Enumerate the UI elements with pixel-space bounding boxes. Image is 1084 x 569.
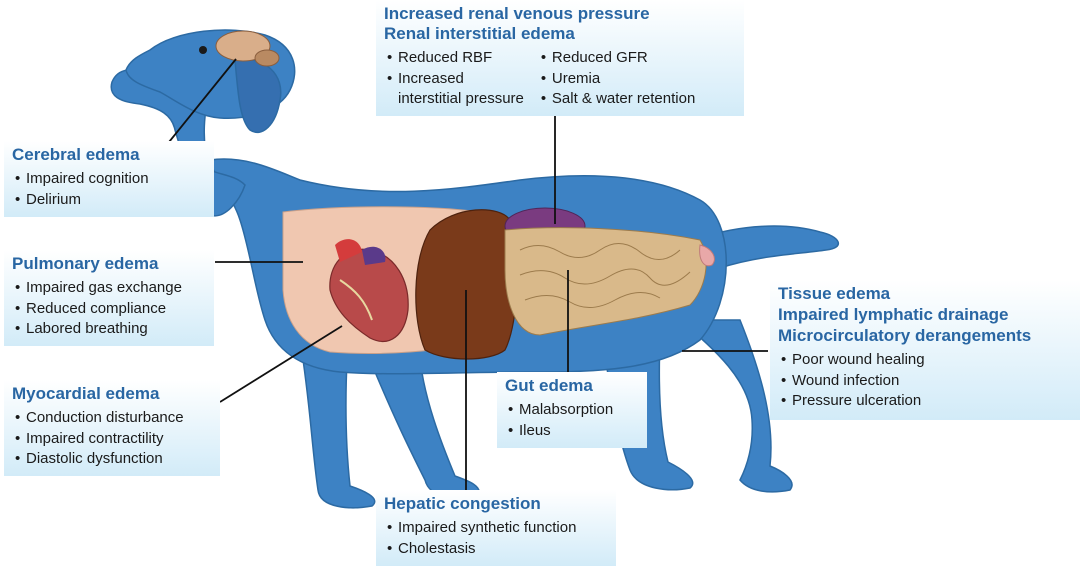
- intestine-folds: [519, 243, 691, 308]
- tissue-list: Poor wound healing Wound infection Press…: [778, 350, 1070, 412]
- renal-edema-box: Increased renal venous pressure Renal in…: [376, 0, 744, 116]
- cerebral-edema-box: Cerebral edema Impaired cognition Deliri…: [4, 141, 214, 217]
- renal-col-1: Reduced RBF Increased interstitial press…: [384, 48, 524, 110]
- list-item: Ileus: [505, 421, 637, 442]
- myocardial-edema-box: Myocardial edema Conduction disturbance …: [4, 380, 220, 476]
- myocardial-leader-line: [219, 325, 343, 403]
- list-item: Impaired cognition: [12, 169, 204, 190]
- list-item: Reduced GFR: [538, 48, 695, 69]
- tissue-title-3: Microcirculatory derangements: [778, 326, 1032, 345]
- list-item: Delirium: [12, 190, 204, 211]
- list-item: Pressure ulceration: [778, 391, 1070, 412]
- list-item: Impaired synthetic function: [384, 518, 606, 539]
- intestines-illustration: [504, 227, 715, 336]
- list-item: Impaired gas exchange: [12, 278, 204, 299]
- brain-illustration: [215, 30, 280, 67]
- list-item: Uremia: [538, 69, 695, 90]
- list-item: Poor wound healing: [778, 350, 1070, 371]
- renal-col-2: Reduced GFR Uremia Salt & water retentio…: [538, 48, 695, 110]
- hepatic-title: Hepatic congestion: [384, 494, 541, 513]
- hepatic-congestion-box: Hepatic congestion Impaired synthetic fu…: [376, 490, 616, 566]
- list-item: Conduction disturbance: [12, 408, 210, 429]
- renal-title-1: Increased renal venous pressure: [384, 4, 650, 23]
- list-item: Salt & water retention: [538, 89, 695, 110]
- cerebral-leader-line: [164, 58, 237, 148]
- list-item: Increased: [384, 69, 524, 90]
- heart-illustration: [329, 239, 409, 342]
- tissue-edema-box: Tissue edema Impaired lymphatic drainage…: [770, 280, 1080, 420]
- pulmonary-edema-box: Pulmonary edema Impaired gas exchange Re…: [4, 250, 214, 346]
- list-item: Labored breathing: [12, 319, 204, 340]
- gut-list: Malabsorption Ileus: [505, 400, 637, 441]
- list-item: Diastolic dysfunction: [12, 449, 210, 470]
- liver-illustration: [415, 209, 518, 360]
- list-item: Wound infection: [778, 371, 1070, 392]
- cerebral-list: Impaired cognition Delirium: [12, 169, 204, 210]
- list-item: Impaired contractility: [12, 429, 210, 450]
- eye: [199, 46, 207, 54]
- tissue-title-2: Impaired lymphatic drainage: [778, 305, 1009, 324]
- list-item-continued: interstitial pressure: [398, 90, 524, 107]
- list-item: Malabsorption: [505, 400, 637, 421]
- renal-columns: Reduced RBF Increased interstitial press…: [384, 48, 734, 110]
- gut-edema-box: Gut edema Malabsorption Ileus: [497, 372, 647, 448]
- list-item: Cholestasis: [384, 539, 606, 560]
- list-item: Reduced RBF: [384, 48, 524, 69]
- tissue-title-1: Tissue edema: [778, 284, 891, 303]
- cerebral-title: Cerebral edema: [12, 145, 140, 164]
- pulmonary-list: Impaired gas exchange Reduced compliance…: [12, 278, 204, 340]
- hepatic-list: Impaired synthetic function Cholestasis: [384, 518, 606, 559]
- myocardial-title: Myocardial edema: [12, 384, 160, 403]
- myocardial-list: Conduction disturbance Impaired contract…: [12, 408, 210, 470]
- pulmonary-title: Pulmonary edema: [12, 254, 159, 273]
- list-item: Reduced compliance: [12, 299, 204, 320]
- renal-title-2: Renal interstitial edema: [384, 24, 575, 43]
- gut-title: Gut edema: [505, 376, 593, 395]
